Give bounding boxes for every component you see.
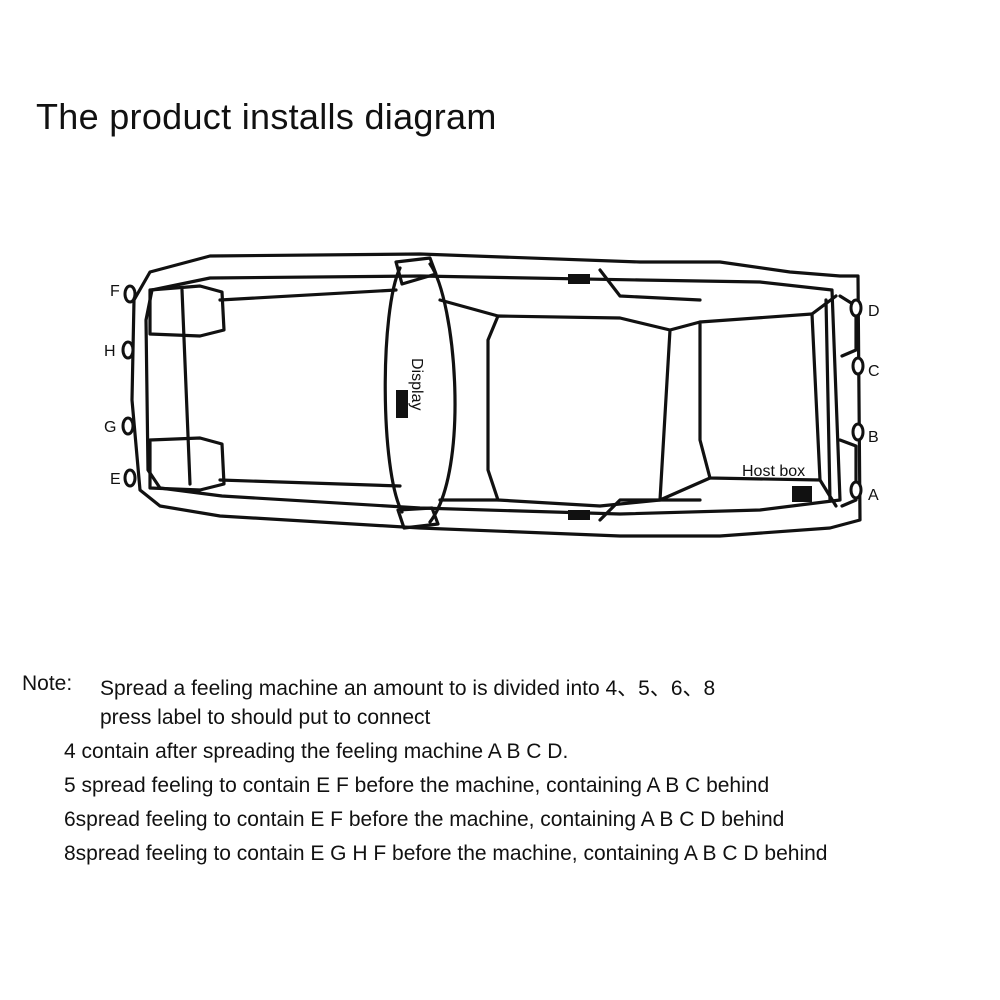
sensor-g-icon (121, 416, 135, 436)
sensor-b-icon (851, 422, 865, 442)
display-label: Display (408, 358, 425, 410)
cabin-roof (486, 314, 672, 508)
sensor-label-b: B (868, 429, 879, 446)
sensor-c-icon (851, 356, 865, 376)
note-line-5: 6spread feeling to contain E F before th… (64, 808, 785, 831)
sensor-label-h: H (104, 343, 116, 360)
sensor-h-icon (121, 340, 135, 360)
sensor-label-d: D (868, 303, 880, 320)
note-line-4: 5 spread feeling to contain E F before t… (64, 774, 770, 797)
sensor-label-a: A (868, 487, 879, 504)
sensor-f-icon (123, 284, 137, 304)
sensor-d-icon (849, 298, 863, 318)
car-body-outline (130, 252, 862, 538)
sensor-label-c: C (868, 363, 880, 380)
sensor-e-icon (123, 468, 137, 488)
left-headlight-upper (148, 284, 226, 338)
sensor-label-g: G (104, 419, 116, 436)
installation-notes: Note: Spread a feeling machine an amount… (0, 664, 1000, 884)
rear-right-mount (568, 510, 590, 520)
sensor-label-f: F (110, 283, 120, 300)
display-unit (396, 390, 408, 418)
diagram-title: The product installs diagram (36, 96, 497, 137)
left-headlight-lower (148, 436, 226, 492)
sensor-label-e: E (110, 471, 121, 488)
note-line-3: 4 contain after spreading the feeling ma… (64, 740, 569, 763)
note-line-6: 8spread feeling to contain E G H F befor… (64, 842, 828, 865)
note-label: Note: (22, 672, 73, 695)
rear-left-mount (568, 274, 590, 284)
host-box-unit (792, 486, 812, 502)
note-line-1: Spread a feeling machine an amount to is… (100, 677, 716, 700)
sensor-a-icon (849, 480, 863, 500)
host-box-label: Host box (742, 463, 805, 480)
rear-window (698, 312, 822, 482)
note-line-2: press label to should put to connect (100, 706, 431, 729)
